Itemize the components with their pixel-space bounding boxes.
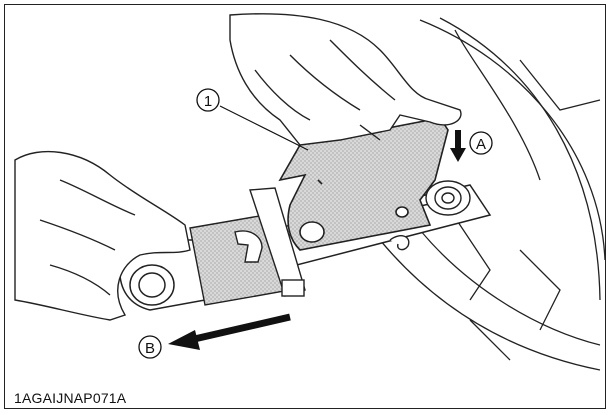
callout-1-leader: [219, 105, 309, 151]
figure-caption: 1AGAIJNAP071A: [14, 390, 127, 406]
callout-a-label: A: [476, 136, 486, 153]
arrow-b: [168, 313, 291, 350]
callout-1: 1: [196, 88, 220, 112]
callout-1-label: 1: [204, 93, 212, 110]
left-hand: [14, 150, 191, 321]
callout-a: A: [469, 131, 493, 155]
wheel-outline: [379, 17, 606, 371]
special-tool-part-1: [278, 117, 449, 251]
right-hand: [229, 13, 462, 146]
callout-b-label: B: [145, 340, 155, 357]
bolt: [425, 180, 471, 216]
arrow-a: [450, 130, 466, 162]
retaining-clip: [249, 187, 410, 297]
callout-b: B: [138, 335, 162, 359]
